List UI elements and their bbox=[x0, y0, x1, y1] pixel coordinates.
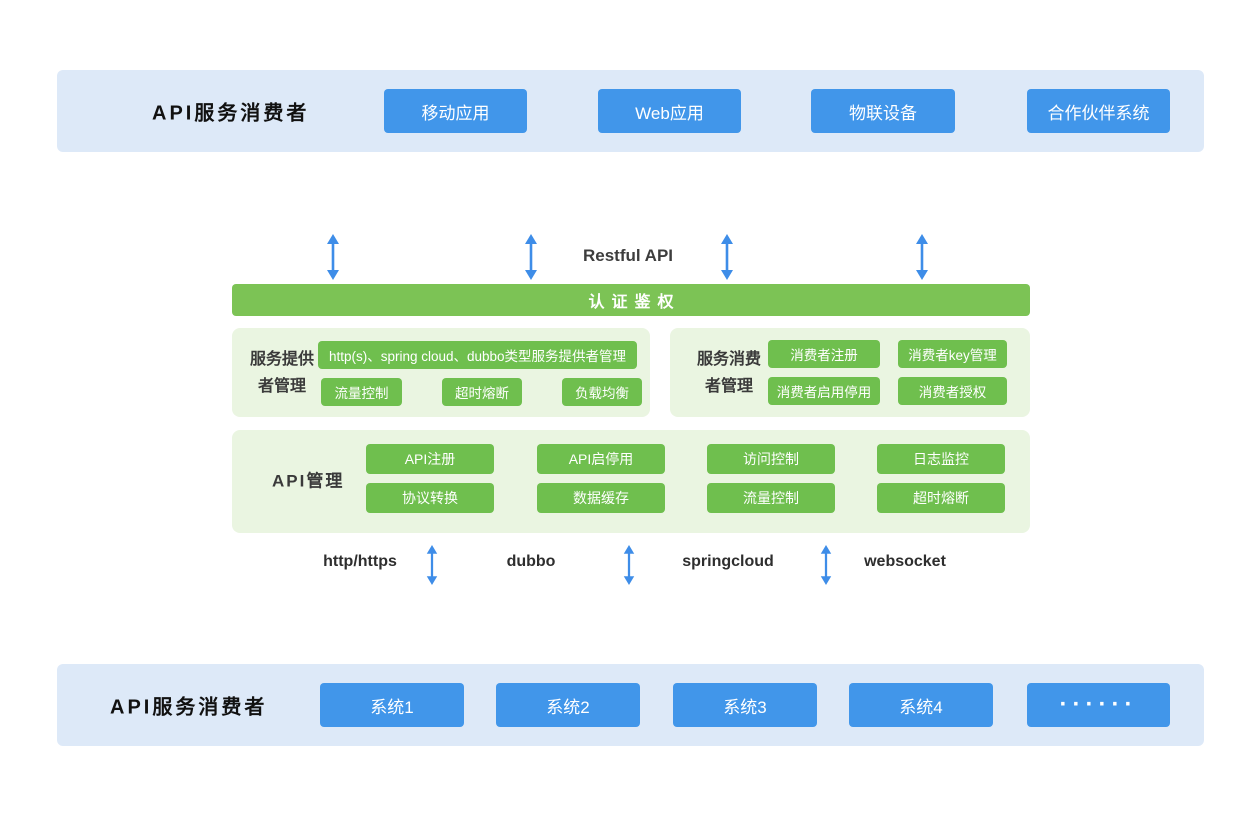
restful-api-label: Restful API bbox=[582, 246, 674, 265]
protocol-websocket: websocket bbox=[864, 553, 946, 570]
node-load-balance: 负载均衡 bbox=[562, 378, 642, 406]
node-access-control: 访问控制 bbox=[707, 444, 835, 474]
node-system-1: 系统1 bbox=[320, 683, 464, 727]
vertical-double-arrow-icon bbox=[622, 545, 636, 590]
vertical-double-arrow-icon bbox=[915, 234, 929, 285]
node-mobile-app: 移动应用 bbox=[384, 89, 527, 133]
node-system-2: 系统2 bbox=[496, 683, 640, 727]
node-system-4: 系统4 bbox=[849, 683, 993, 727]
api-management-panel: API管理 API注册 API启停用 访问控制 日志监控 协议转换 数据缓存 流… bbox=[232, 430, 1030, 533]
top-consumers-band: API服务消费者 移动应用 Web应用 物联设备 合作伙伴系统 bbox=[57, 70, 1204, 152]
node-provider-types: http(s)、spring cloud、dubbo类型服务提供者管理 bbox=[318, 341, 637, 369]
protocol-dubbo: dubbo bbox=[506, 553, 556, 570]
provider-panel-title: 服务提供 者管理 bbox=[242, 345, 322, 399]
consumer-panel-title: 服务消费 者管理 bbox=[684, 345, 774, 399]
auth-bar: 认证鉴权 bbox=[232, 284, 1030, 316]
node-consumer-enable-disable: 消费者启用停用 bbox=[768, 377, 880, 405]
service-provider-panel: 服务提供 者管理 http(s)、spring cloud、dubbo类型服务提… bbox=[232, 328, 650, 417]
protocol-springcloud: springcloud bbox=[682, 553, 774, 570]
node-flow-control: 流量控制 bbox=[321, 378, 402, 406]
consumer-title-line1: 服务消费 bbox=[696, 350, 761, 368]
vertical-double-arrow-icon bbox=[425, 545, 439, 590]
node-partner-system: 合作伙伴系统 bbox=[1027, 89, 1170, 133]
bottom-band-title: API服务消费者 bbox=[110, 696, 268, 719]
node-consumer-key-manage: 消费者key管理 bbox=[898, 340, 1007, 368]
api-panel-title: API管理 bbox=[272, 471, 345, 491]
node-data-cache: 数据缓存 bbox=[537, 483, 665, 513]
node-timeout-circuit-break-2: 超时熔断 bbox=[877, 483, 1005, 513]
provider-title-line2: 者管理 bbox=[257, 377, 306, 395]
vertical-double-arrow-icon bbox=[720, 234, 734, 285]
bottom-systems-band: API服务消费者 系统1 系统2 系统3 系统4 ······ bbox=[57, 664, 1204, 746]
node-api-enable-disable: API启停用 bbox=[537, 444, 665, 474]
vertical-double-arrow-icon bbox=[524, 234, 538, 285]
node-protocol-convert: 协议转换 bbox=[366, 483, 494, 513]
node-timeout-circuit-break: 超时熔断 bbox=[442, 378, 522, 406]
vertical-double-arrow-icon bbox=[819, 545, 833, 590]
node-web-app: Web应用 bbox=[598, 89, 741, 133]
node-api-register: API注册 bbox=[366, 444, 494, 474]
vertical-double-arrow-icon bbox=[326, 234, 340, 285]
node-more-systems: ······ bbox=[1027, 683, 1170, 727]
node-flow-control-2: 流量控制 bbox=[707, 483, 835, 513]
node-iot-device: 物联设备 bbox=[811, 89, 955, 133]
node-consumer-authorize: 消费者授权 bbox=[898, 377, 1007, 405]
consumer-title-line2: 者管理 bbox=[704, 377, 753, 395]
protocol-http-https: http/https bbox=[323, 553, 397, 570]
node-system-3: 系统3 bbox=[673, 683, 817, 727]
node-log-monitor: 日志监控 bbox=[877, 444, 1005, 474]
top-band-title: API服务消费者 bbox=[152, 102, 310, 125]
provider-title-line1: 服务提供 bbox=[249, 350, 314, 368]
service-consumer-panel: 服务消费 者管理 消费者注册 消费者key管理 消费者启用停用 消费者授权 bbox=[670, 328, 1030, 417]
node-consumer-register: 消费者注册 bbox=[768, 340, 880, 368]
